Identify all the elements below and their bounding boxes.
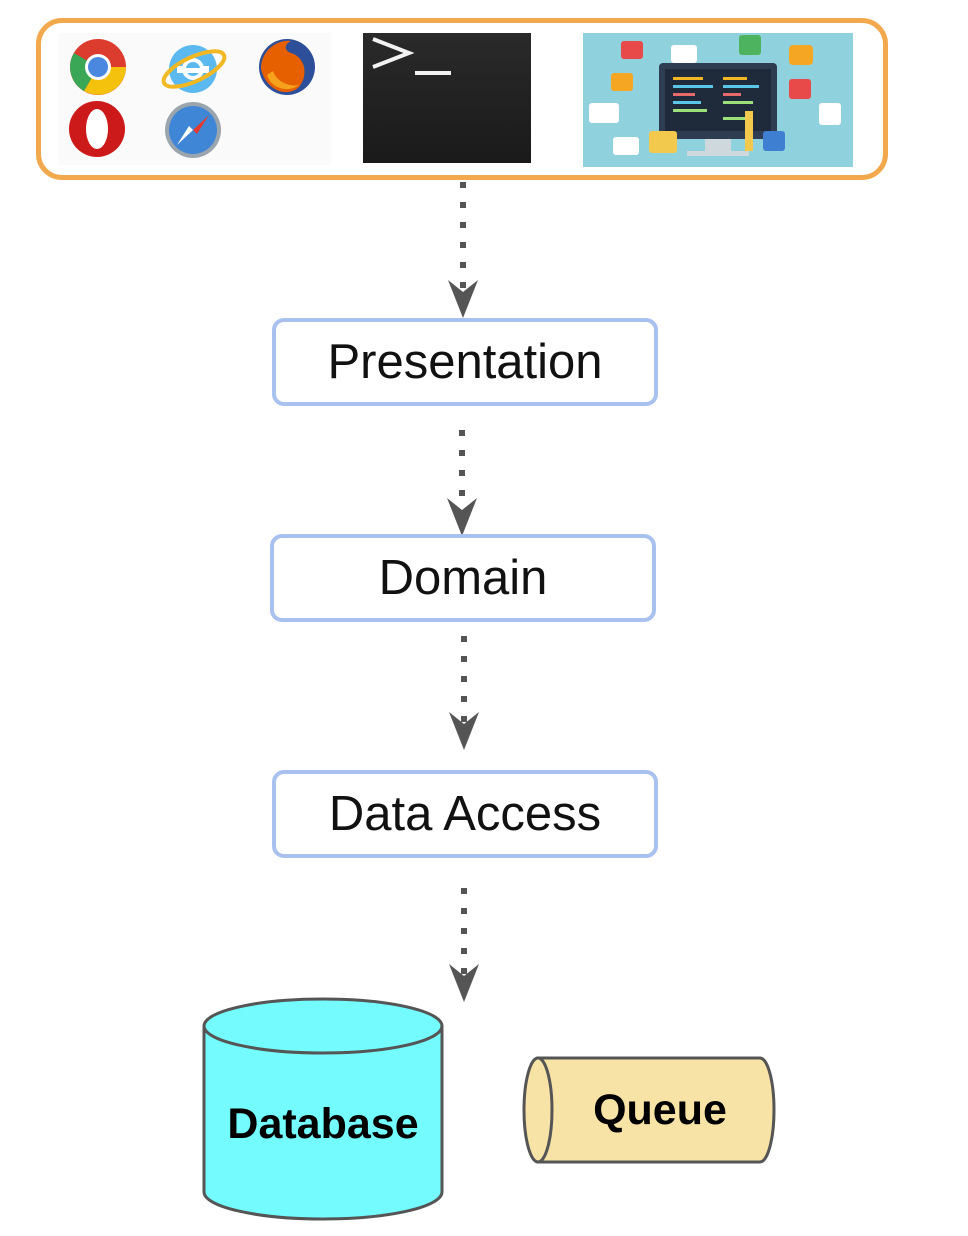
opera-icon [69,101,125,157]
internet-explorer-icon [161,45,227,93]
browser-logos [59,33,331,165]
firefox-icon [259,39,315,95]
data-access-label: Data Access [328,787,602,841]
terminal-prompt-icon [372,37,451,75]
domain-label: Domain [378,551,548,605]
safari-icon [165,102,221,158]
data-access-layer: Data Access [272,770,658,858]
domain-layer: Domain [270,534,656,622]
presentation-layer: Presentation [272,318,658,406]
terminal-window [363,33,531,163]
database-label: Database [227,1100,419,1148]
chrome-icon [70,39,126,95]
presentation-label: Presentation [327,335,603,389]
multi-device-apps-icon [583,33,853,167]
queue-label: Queue [593,1086,727,1134]
clients-group [36,18,888,180]
